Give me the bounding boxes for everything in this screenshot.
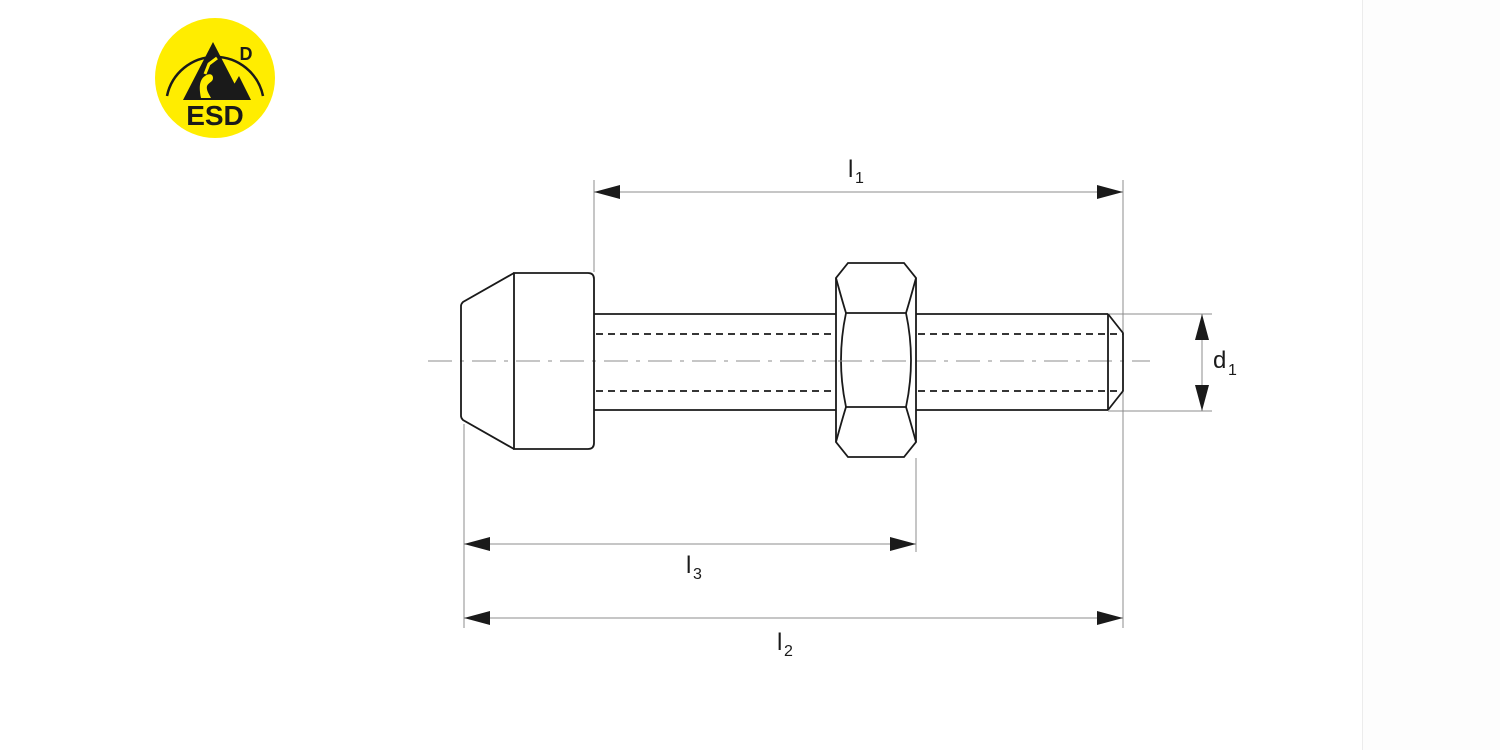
thread-lines [596, 333, 1123, 392]
svg-text:l: l [848, 156, 853, 183]
esd-warning-icon [183, 42, 251, 100]
esd-badge: D ESD [155, 18, 275, 138]
dimension-lines [464, 185, 1209, 625]
conical-cap [460, 272, 595, 450]
svg-text:3: 3 [693, 566, 702, 583]
label-d1: d 1 [1213, 347, 1237, 379]
svg-text:d: d [1213, 347, 1226, 374]
svg-text:l: l [686, 552, 691, 579]
threaded-shaft [594, 313, 1124, 411]
hex-nut [835, 262, 917, 458]
right-margin-panel [1362, 0, 1500, 750]
svg-text:2: 2 [784, 643, 793, 660]
label-l3: l 3 [686, 552, 702, 583]
esd-label: ESD [186, 100, 244, 131]
label-l1: l 1 [848, 156, 864, 187]
esd-class-letter: D [240, 44, 253, 64]
svg-text:l: l [777, 629, 782, 656]
label-l2: l 2 [777, 629, 793, 660]
svg-text:1: 1 [855, 170, 864, 187]
svg-text:1: 1 [1228, 362, 1237, 379]
extension-lines [463, 180, 1212, 628]
